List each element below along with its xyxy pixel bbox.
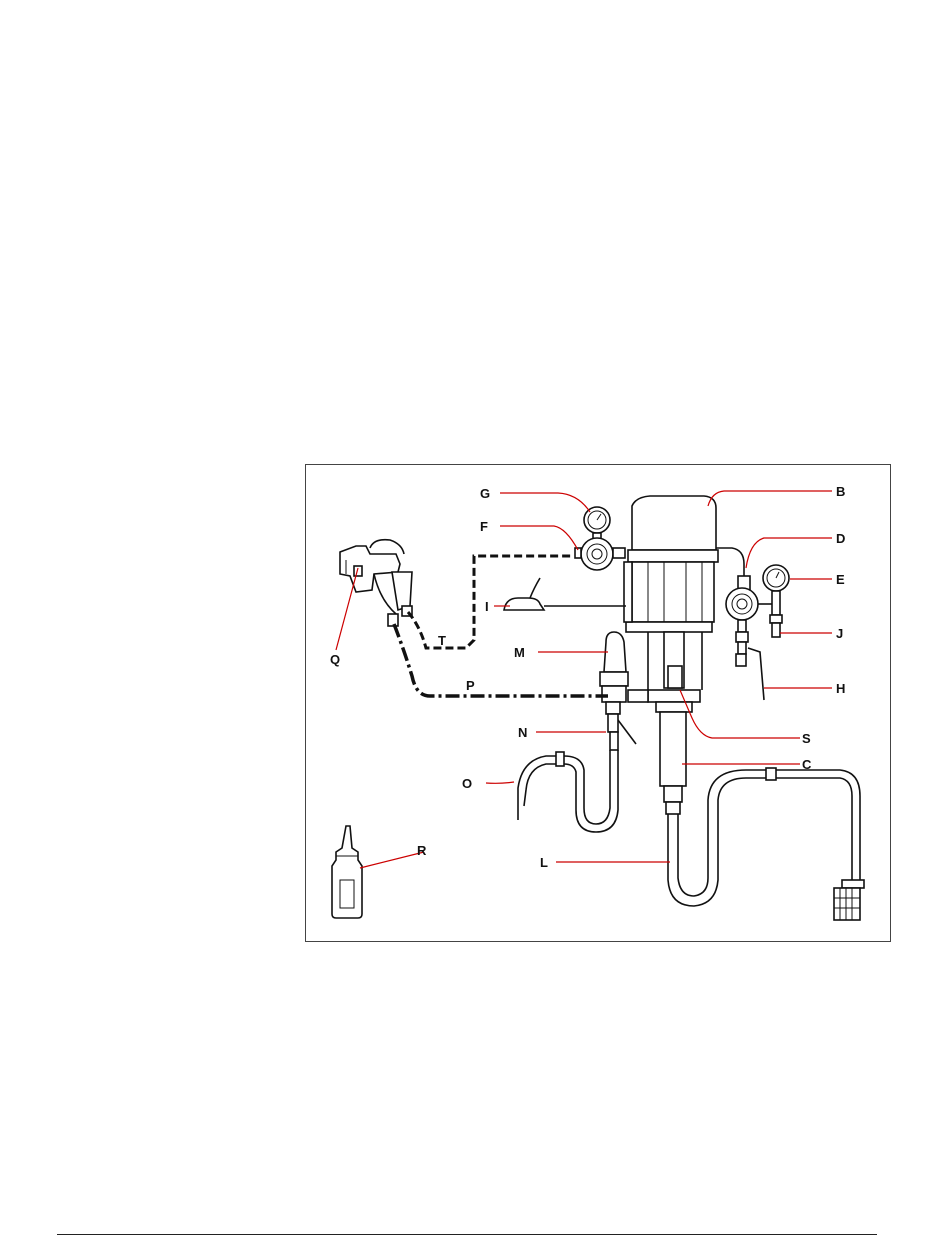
label-d: D (836, 531, 845, 546)
label-q: Q (330, 652, 340, 667)
drain-hose (518, 750, 618, 832)
label-l: L (540, 855, 548, 870)
air-valve (504, 578, 626, 610)
label-o: O (462, 776, 472, 791)
label-n: N (518, 725, 527, 740)
suction-hose (668, 768, 864, 920)
lubricant-bottle (332, 826, 362, 918)
fluid-hose-p (394, 624, 608, 696)
pump-air-regulator (716, 548, 789, 700)
label-b: B (836, 484, 845, 499)
label-j: J (836, 626, 843, 641)
label-m: M (514, 645, 525, 660)
gun-air-regulator (575, 507, 625, 570)
label-r: R (417, 843, 427, 858)
label-h: H (836, 681, 845, 696)
fluid-filter (600, 632, 648, 750)
label-s: S (802, 731, 811, 746)
label-c: C (802, 757, 812, 772)
air-motor (624, 496, 718, 632)
air-hose-t (408, 556, 572, 648)
label-g: G (480, 486, 490, 501)
label-p: P (466, 678, 475, 693)
footer-rule (57, 1234, 877, 1235)
label-i: I (485, 599, 489, 614)
label-e: E (836, 572, 845, 587)
spray-gun (340, 540, 412, 626)
label-f: F (480, 519, 488, 534)
label-t: T (438, 633, 446, 648)
